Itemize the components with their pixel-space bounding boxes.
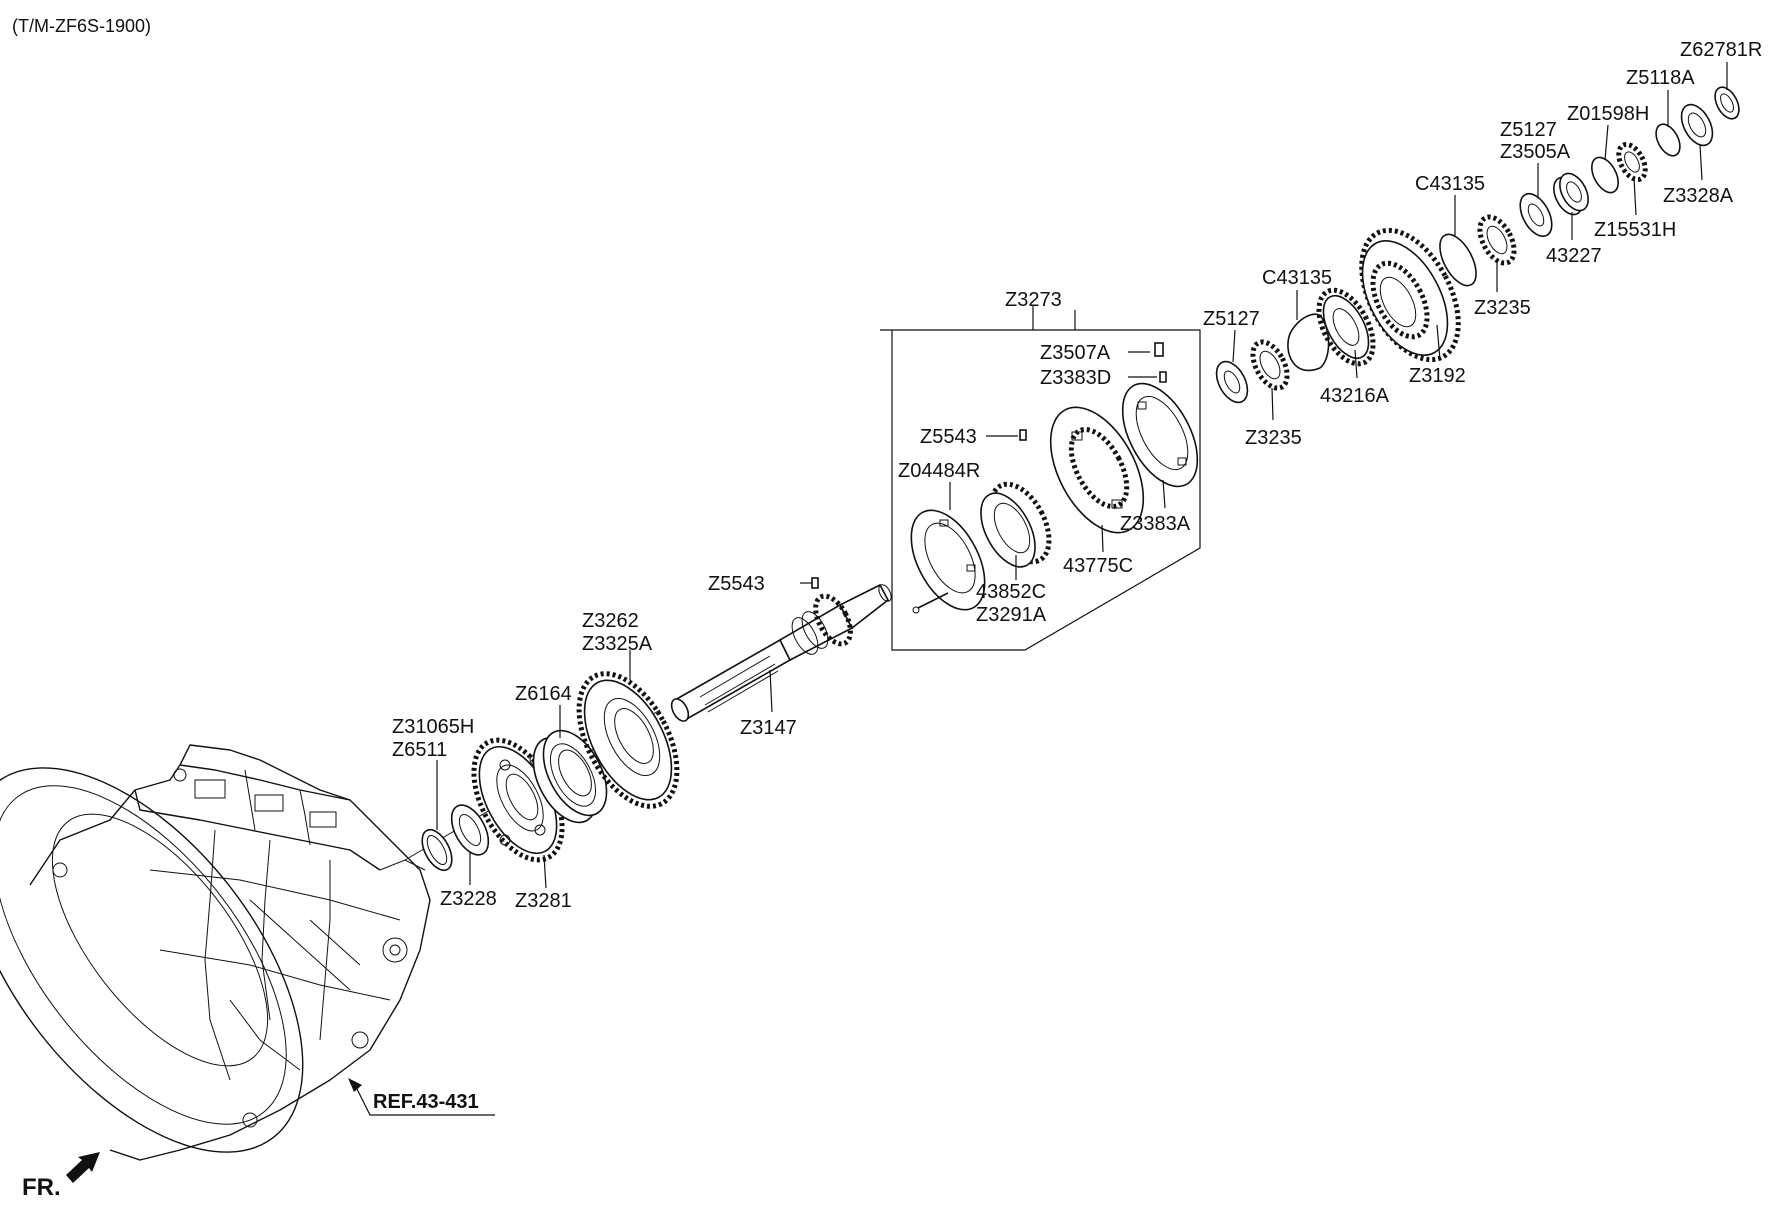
bearing-z15531h-drawing	[1616, 141, 1648, 183]
part-label: Z3262	[582, 610, 639, 632]
transmission-housing-drawing	[0, 744, 431, 1161]
part-label: Z5118A	[1626, 67, 1695, 89]
part-label: Z5543	[708, 573, 765, 595]
snap-ring-c43135-upper-drawing	[1439, 233, 1477, 287]
part-label: Z3228	[440, 888, 497, 910]
part-label: Z3505A	[1500, 141, 1571, 163]
part-label: Z62781R	[1680, 39, 1762, 61]
washer-z5127-upper-drawing	[1519, 192, 1553, 238]
group-bracket-z3273	[880, 329, 1201, 651]
part-label: Z6164	[515, 683, 572, 705]
disk-43775c-drawing	[1049, 406, 1145, 534]
part-label: Z3325A	[582, 633, 653, 655]
part-label: Z3235	[1245, 427, 1302, 449]
diagram-header: (T/M-ZF6S-1900)	[12, 16, 151, 36]
washer-z3328a-drawing	[1680, 103, 1714, 147]
plate-z04484r-drawing	[910, 509, 986, 614]
part-label: Z6511	[392, 739, 447, 761]
main-shaft-z3147-drawing	[670, 577, 892, 722]
leader-lines	[348, 62, 1728, 1116]
part-labels: Z62781R Z5118A Z01598H Z5127 Z3505A C431…	[392, 39, 1762, 912]
ring-z01598h-drawing	[1591, 156, 1619, 194]
spring-z3383d-drawing	[1159, 371, 1167, 383]
part-label: Z04484R	[898, 460, 980, 482]
gear-43216a-drawing	[1316, 287, 1376, 367]
part-label: 43227	[1546, 245, 1602, 267]
front-direction-indicator: FR.	[22, 1152, 100, 1201]
reference-label: REF.43-431	[373, 1091, 479, 1113]
snap-ring-z31065h-drawing	[421, 828, 453, 872]
pin-z3507a-drawing	[1154, 342, 1164, 357]
part-label: Z3235	[1474, 297, 1531, 319]
washer-z5127-middle-drawing	[1215, 360, 1249, 404]
part-label: Z5127	[1500, 119, 1557, 141]
part-label: 43216A	[1320, 385, 1390, 407]
part-label: Z3383D	[1040, 367, 1111, 389]
part-label: Z15531H	[1594, 219, 1676, 241]
part-label: 43852C	[976, 581, 1046, 603]
part-label: C43135	[1262, 267, 1332, 289]
washer-z5118a-drawing	[1655, 123, 1681, 157]
synchro-43852c-drawing	[980, 481, 1052, 568]
part-label: Z3507A	[1040, 342, 1111, 364]
part-label: Z3383A	[1120, 513, 1191, 535]
ring-z3383a-drawing	[1121, 382, 1199, 488]
part-label: Z3328A	[1663, 185, 1734, 207]
part-label: Z01598H	[1567, 103, 1649, 125]
part-label: Z3273	[1005, 289, 1062, 311]
part-label: Z5127	[1203, 308, 1260, 330]
part-label: Z5543	[920, 426, 977, 448]
part-label: Z3192	[1409, 365, 1466, 387]
washer-z3228-drawing	[450, 804, 490, 856]
part-label: Z3147	[740, 717, 797, 739]
front-label: FR.	[22, 1174, 61, 1201]
gear-z3262-drawing	[576, 671, 680, 809]
part-label: Z31065H	[392, 716, 474, 738]
front-arrow-icon	[66, 1152, 100, 1183]
part-label: C43135	[1415, 173, 1485, 195]
bearing-43227-drawing	[1553, 172, 1589, 216]
part-label: Z3281	[515, 890, 572, 912]
needle-bearing-z3235-middle-drawing	[1250, 339, 1290, 391]
part-label: 43775C	[1063, 555, 1133, 577]
part-label: Z3291A	[976, 604, 1047, 626]
pin-z5543-upper-drawing	[1019, 429, 1027, 441]
